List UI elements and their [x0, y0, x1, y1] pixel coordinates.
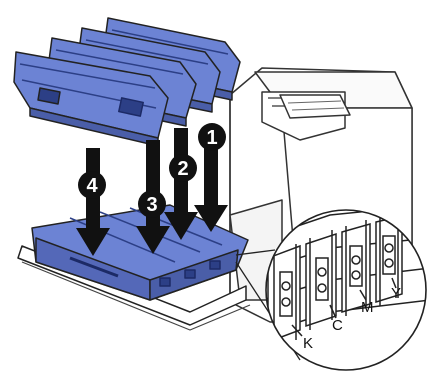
step-badge-3: 3	[138, 190, 166, 218]
slot-label-m: M	[361, 299, 374, 316]
step-number-4: 4	[86, 175, 98, 197]
step-badge-4: 4	[78, 171, 106, 199]
step-number-1: 1	[206, 127, 217, 149]
slot-c	[306, 230, 336, 330]
step-badge-2: 2	[169, 154, 197, 182]
step-number-2: 2	[177, 158, 188, 180]
slot-label-y: Y	[391, 285, 401, 302]
slot-label-k: K	[303, 335, 313, 352]
step-number-3: 3	[146, 194, 157, 216]
slot-label-c: C	[332, 317, 343, 334]
step-badge-1: 1	[198, 123, 226, 151]
